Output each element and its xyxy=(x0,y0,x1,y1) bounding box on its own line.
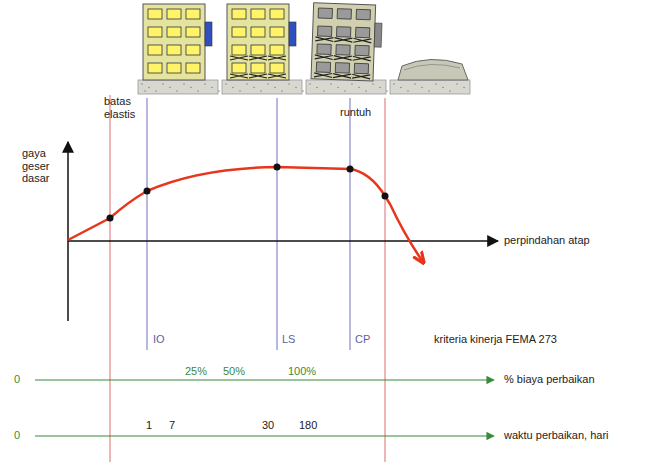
label-holder: LS xyxy=(282,333,312,346)
axis-title: perpindahan atap xyxy=(504,234,644,247)
annotation: runtuh xyxy=(340,106,390,119)
scale-title: waktu perbaikan, hari xyxy=(504,429,644,442)
label-holder: 180 xyxy=(299,419,329,432)
annotation: batas elastis xyxy=(104,95,150,120)
label-holder: 50% xyxy=(223,365,263,378)
label-holder: 0 xyxy=(14,373,34,386)
performance-level: IO xyxy=(153,333,183,346)
pushover-curve xyxy=(68,167,423,262)
building-figure xyxy=(311,3,383,81)
scale-tick: 25% xyxy=(185,365,225,378)
label-holder: 1 xyxy=(146,419,166,432)
performance-level: CP xyxy=(355,333,385,346)
label-holder: waktu perbaikan, hari xyxy=(504,429,644,442)
label-holder: batas elastis xyxy=(104,95,150,120)
label-holder: 0 xyxy=(14,429,34,442)
label-holder: 30 xyxy=(262,419,287,432)
label-holder: 25% xyxy=(185,365,225,378)
ground-bases xyxy=(138,80,470,94)
performance-lines xyxy=(110,95,385,462)
label-holder: runtuh xyxy=(340,106,390,119)
scale-title: kriteria kinerja FEMA 273 xyxy=(434,333,634,346)
collapsed-slab xyxy=(404,64,460,70)
label-holder: 100% xyxy=(288,365,328,378)
label-holder: IO xyxy=(153,333,183,346)
axis-title: gaya geser dasar xyxy=(22,147,62,185)
scale-title: % biaya perbaikan xyxy=(504,373,644,386)
scale-tick: 30 xyxy=(262,419,287,432)
curve-points xyxy=(107,164,389,222)
scale-tick: 180 xyxy=(299,419,329,432)
cost-scale-line xyxy=(35,379,494,380)
building-figure xyxy=(227,4,296,80)
scale-tick: 0 xyxy=(14,429,34,442)
performance-level: LS xyxy=(282,333,312,346)
label-holder: perpindahan atap xyxy=(504,234,644,247)
building-figure xyxy=(143,4,212,80)
scale-tick: 0 xyxy=(14,373,34,386)
label-holder: gaya geser dasar xyxy=(22,147,62,185)
x-axis xyxy=(68,240,498,242)
label-holder: % biaya perbaikan xyxy=(504,373,644,386)
label-holder: 7 xyxy=(169,419,189,432)
scale-tick: 50% xyxy=(223,365,263,378)
time-scale-line xyxy=(35,435,494,436)
collapsed-building xyxy=(398,59,468,80)
scale-tick: 7 xyxy=(169,419,189,432)
y-axis xyxy=(67,142,69,321)
scale-tick: 1 xyxy=(146,419,166,432)
label-holder: kriteria kinerja FEMA 273 xyxy=(434,333,634,346)
label-holder: CP xyxy=(355,333,385,346)
scale-tick: 100% xyxy=(288,365,328,378)
